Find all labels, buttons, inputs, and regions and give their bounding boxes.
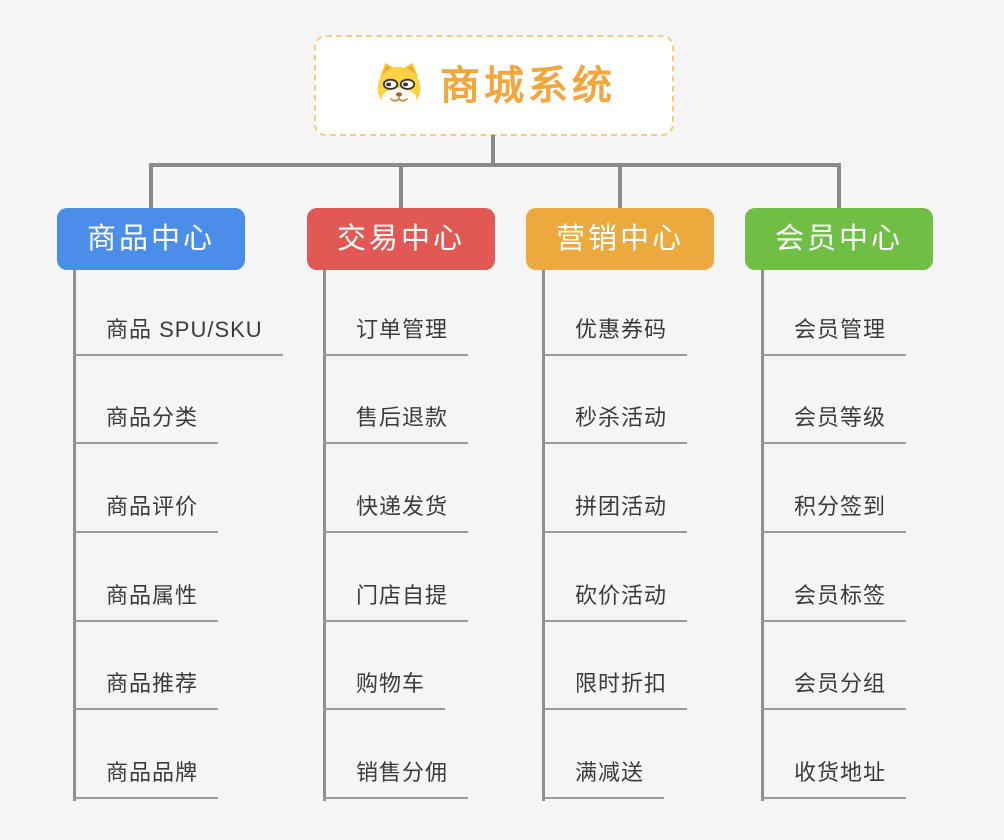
leaf-label: 会员等级 — [794, 405, 887, 431]
leaf-node[interactable]: 商品分类 — [73, 356, 219, 445]
branch-label: 营销中心 — [555, 222, 684, 255]
branch-line — [542, 270, 545, 801]
leaf-label: 商品评价 — [106, 494, 199, 520]
branch-column-trade-center: 交易中心 订单管理 售后退款 快递发货 门店自提 购物车 销售分佣 — [307, 208, 495, 801]
branch-label: 商品中心 — [86, 222, 215, 255]
shiba-dog-face-icon — [377, 62, 421, 110]
leaf-label: 商品分类 — [106, 405, 199, 431]
leaf-node[interactable]: 商品推荐 — [73, 622, 219, 711]
branch-line — [73, 270, 76, 801]
branch-line — [761, 270, 764, 801]
branch-node-member-center[interactable]: 会员中心 — [745, 208, 933, 270]
leaf-node[interactable]: 销售分佣 — [323, 710, 469, 800]
leaf-label: 商品属性 — [106, 582, 199, 608]
leaf-node[interactable]: 商品评价 — [73, 444, 219, 534]
leaf-node[interactable]: 满减送 — [542, 710, 665, 800]
leaf-label: 拼团活动 — [575, 494, 668, 520]
leaf-node[interactable]: 商品品牌 — [73, 710, 219, 800]
leaf-label: 售后退款 — [356, 405, 449, 431]
branch-items: 订单管理 售后退款 快递发货 门店自提 购物车 销售分佣 — [323, 270, 469, 800]
leaf-label: 会员分组 — [794, 671, 887, 697]
branch-column-marketing-center: 营销中心 优惠券码 秒杀活动 拼团活动 砍价活动 限时折扣 满减送 — [526, 208, 714, 801]
branch-node-marketing-center[interactable]: 营销中心 — [526, 208, 714, 270]
leaf-node[interactable]: 门店自提 — [323, 533, 469, 622]
branch-items: 会员管理 会员等级 积分签到 会员标签 会员分组 收货地址 — [761, 270, 907, 800]
branch-column-product-center: 商品中心 商品 SPU/SKU 商品分类 商品评价 商品属性 商品推荐 商品品牌 — [57, 208, 283, 801]
root-node-mall-system[interactable]: 商城系统 — [314, 35, 674, 136]
leaf-node[interactable]: 商品 SPU/SKU — [73, 270, 283, 356]
connector-stub-branch-3 — [618, 163, 622, 210]
leaf-label: 订单管理 — [356, 316, 449, 342]
branch-label: 交易中心 — [336, 222, 465, 255]
leaf-label: 积分签到 — [794, 494, 887, 520]
connector-stub-branch-1 — [149, 163, 153, 210]
leaf-label: 砍价活动 — [575, 582, 668, 608]
leaf-node[interactable]: 收货地址 — [761, 710, 907, 800]
leaf-node[interactable]: 拼团活动 — [542, 444, 688, 534]
leaf-node[interactable]: 售后退款 — [323, 356, 469, 445]
branch-column-member-center: 会员中心 会员管理 会员等级 积分签到 会员标签 会员分组 收货地址 — [745, 208, 933, 801]
leaf-node[interactable]: 优惠券码 — [542, 270, 688, 356]
leaf-node[interactable]: 会员标签 — [761, 533, 907, 622]
root-node-title: 商城系统 — [440, 63, 616, 108]
branch-items: 商品 SPU/SKU 商品分类 商品评价 商品属性 商品推荐 商品品牌 — [73, 270, 283, 800]
connector-stub-branch-2 — [399, 163, 403, 210]
leaf-node[interactable]: 限时折扣 — [542, 622, 688, 711]
leaf-label: 优惠券码 — [575, 316, 668, 342]
leaf-label: 收货地址 — [794, 760, 887, 786]
leaf-label: 商品 SPU/SKU — [106, 316, 263, 342]
leaf-label: 销售分佣 — [356, 760, 449, 786]
connector-root-stub — [491, 135, 495, 165]
leaf-label: 购物车 — [356, 671, 426, 697]
leaf-node[interactable]: 快递发货 — [323, 444, 469, 534]
branch-line — [323, 270, 326, 801]
branch-node-trade-center[interactable]: 交易中心 — [307, 208, 495, 270]
leaf-node[interactable]: 积分签到 — [761, 444, 907, 534]
connector-stub-branch-4 — [837, 163, 841, 210]
leaf-label: 满减送 — [575, 760, 645, 786]
leaf-label: 快递发货 — [356, 494, 449, 520]
leaf-label: 限时折扣 — [575, 671, 668, 697]
leaf-node[interactable]: 秒杀活动 — [542, 356, 688, 445]
leaf-node[interactable]: 会员管理 — [761, 270, 907, 356]
leaf-node[interactable]: 订单管理 — [323, 270, 469, 356]
leaf-node[interactable]: 会员等级 — [761, 356, 907, 445]
leaf-node[interactable]: 砍价活动 — [542, 533, 688, 622]
leaf-node[interactable]: 会员分组 — [761, 622, 907, 711]
leaf-label: 秒杀活动 — [575, 405, 668, 431]
leaf-label: 会员管理 — [794, 316, 887, 342]
leaf-label: 门店自提 — [356, 582, 449, 608]
branch-items: 优惠券码 秒杀活动 拼团活动 砍价活动 限时折扣 满减送 — [542, 270, 688, 800]
leaf-node[interactable]: 商品属性 — [73, 533, 219, 622]
branch-label: 会员中心 — [774, 222, 903, 255]
leaf-label: 商品品牌 — [106, 760, 199, 786]
leaf-label: 商品推荐 — [106, 671, 199, 697]
leaf-node[interactable]: 购物车 — [323, 622, 446, 711]
branch-node-product-center[interactable]: 商品中心 — [57, 208, 245, 270]
connector-horizontal-bar — [149, 163, 841, 167]
leaf-label: 会员标签 — [794, 582, 887, 608]
